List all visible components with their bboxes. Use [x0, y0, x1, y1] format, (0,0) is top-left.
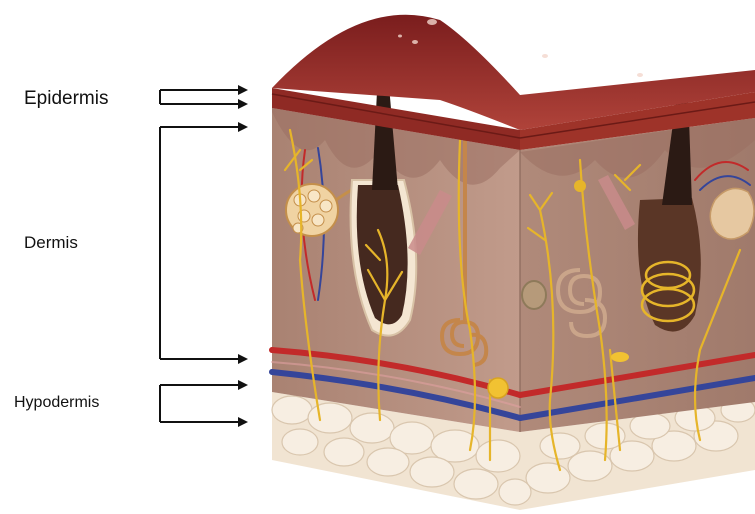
hypodermis-bracket: [160, 385, 246, 422]
epidermis-bracket: [160, 90, 246, 104]
epidermis-label: Epidermis: [24, 88, 108, 110]
hypodermis-label: Hypodermis: [14, 394, 99, 412]
dermis-bracket: [160, 127, 246, 359]
dermis-label: Dermis: [24, 233, 78, 253]
layer-brackets: [0, 0, 260, 514]
